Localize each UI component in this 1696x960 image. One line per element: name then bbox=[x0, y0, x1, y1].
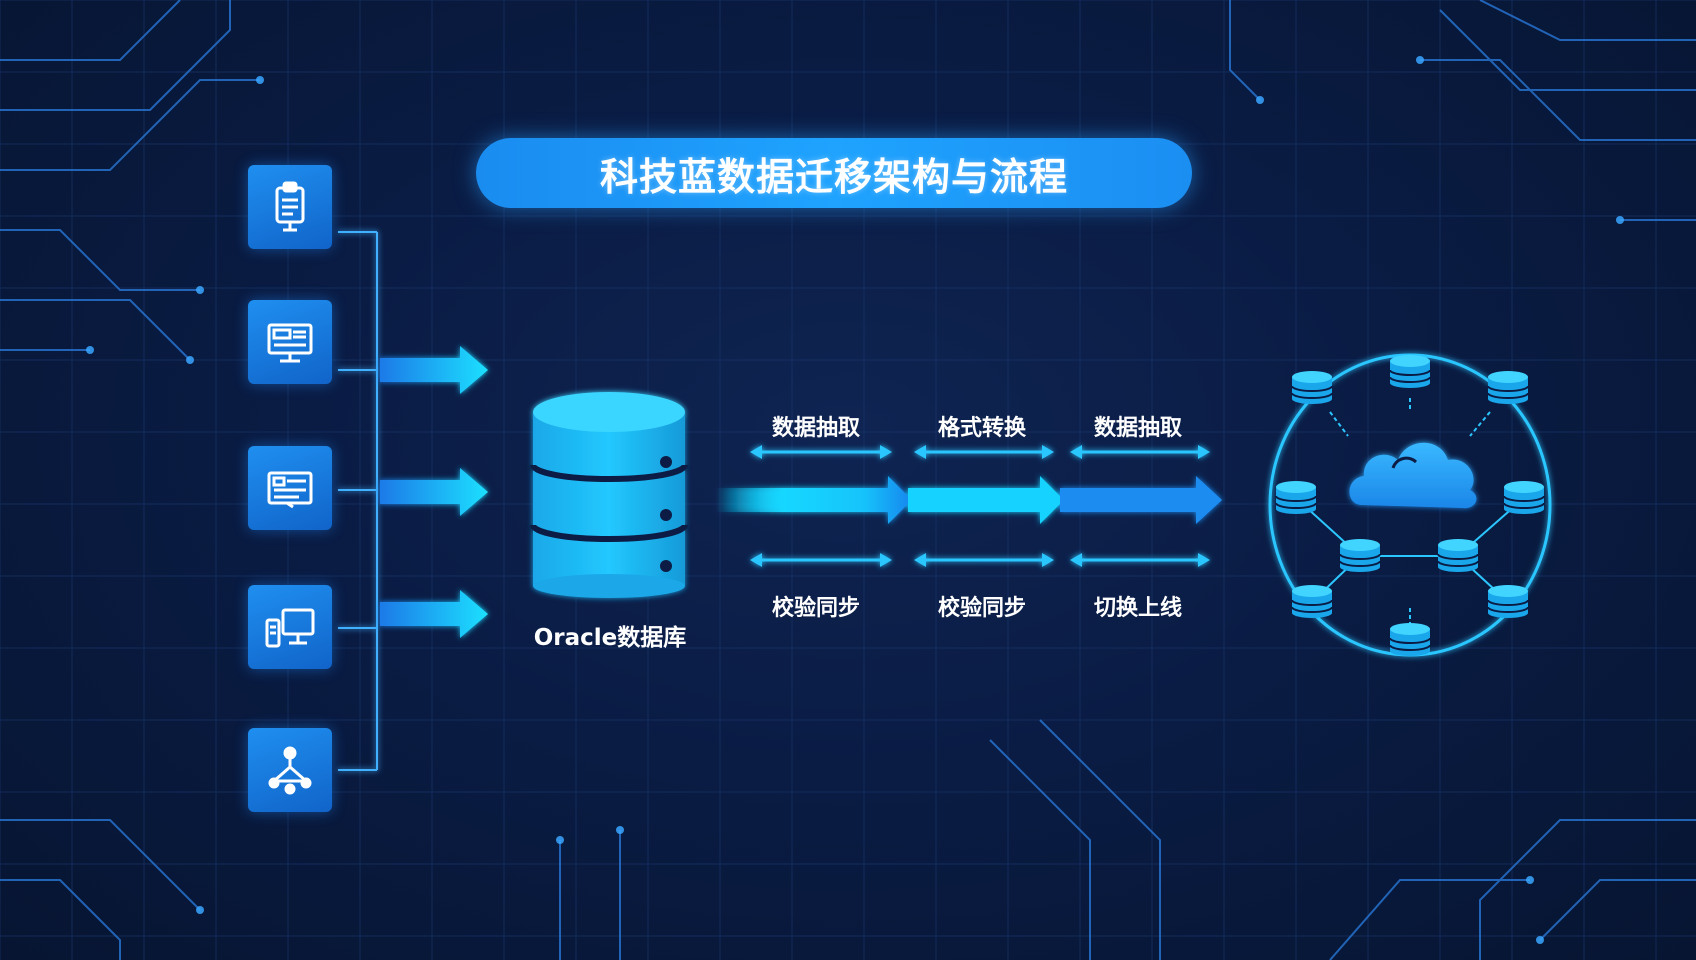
cluster-database-icon bbox=[1503, 481, 1545, 514]
target-cluster bbox=[1268, 353, 1552, 657]
source-tile-network bbox=[248, 728, 332, 812]
step-label-bottom-2: 校验同步 bbox=[937, 596, 1026, 621]
step-arrow-bottom-2 bbox=[914, 553, 1054, 567]
step-arrow-top-3 bbox=[1070, 445, 1210, 459]
step-label-top-3: 数据抽取 bbox=[1093, 416, 1182, 441]
step-arrow-top-1 bbox=[750, 445, 892, 459]
cluster-database-icon bbox=[1275, 481, 1317, 514]
document-screen-icon bbox=[267, 471, 313, 509]
cluster-database-icon bbox=[1389, 623, 1431, 656]
cluster-database-icon bbox=[1291, 371, 1333, 404]
source-tile-monitor bbox=[248, 300, 332, 384]
cloud-icon bbox=[1349, 442, 1477, 509]
main-flow-arrow bbox=[716, 476, 1222, 524]
cluster-database-icon bbox=[1437, 539, 1479, 572]
step-arrows bbox=[750, 445, 1210, 567]
step-label-top-2: 格式转换 bbox=[937, 416, 1026, 441]
source-arrows bbox=[380, 346, 488, 638]
step-arrow-top-2 bbox=[914, 445, 1054, 459]
step-arrow-bottom-3 bbox=[1070, 553, 1210, 567]
source-tile-desktop bbox=[248, 585, 332, 669]
source-arrow-1 bbox=[380, 346, 488, 394]
desktop-computer-icon bbox=[265, 608, 315, 648]
step-label-top-1: 数据抽取 bbox=[771, 416, 860, 441]
title-banner: 科技蓝数据迁移架构与流程 bbox=[476, 138, 1192, 208]
source-tile-clipboard bbox=[248, 165, 332, 249]
step-arrow-bottom-1 bbox=[750, 553, 892, 567]
source-tile-document bbox=[248, 446, 332, 530]
oracle-database-icon bbox=[530, 392, 688, 598]
oracle-database-label: Oracle数据库 bbox=[533, 625, 687, 651]
cluster-database-icon bbox=[1339, 539, 1381, 572]
clipboard-document-icon bbox=[275, 181, 305, 232]
cluster-database-icon bbox=[1291, 585, 1333, 618]
cluster-database-icon bbox=[1487, 371, 1529, 404]
monitor-icon bbox=[267, 323, 313, 363]
step-label-bottom-1: 校验同步 bbox=[771, 596, 860, 621]
source-bracket bbox=[338, 231, 378, 771]
source-arrow-2 bbox=[380, 468, 488, 516]
step-label-bottom-3: 切换上线 bbox=[1093, 596, 1182, 621]
cluster-database-icon bbox=[1487, 585, 1529, 618]
cluster-database-icon bbox=[1389, 355, 1431, 388]
network-node-icon bbox=[268, 746, 312, 795]
source-arrow-3 bbox=[380, 590, 488, 638]
page-title: 科技蓝数据迁移架构与流程 bbox=[599, 154, 1068, 199]
